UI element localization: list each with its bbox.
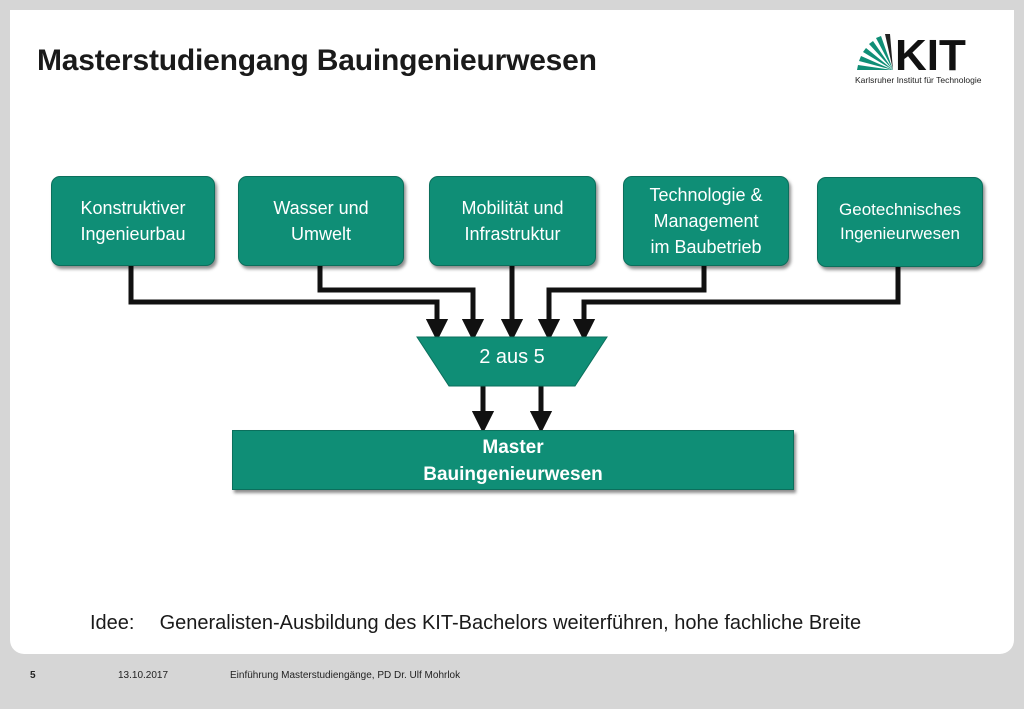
footer-date: 13.10.2017 xyxy=(118,670,169,681)
funnel-label: 2 aus 5 xyxy=(479,346,545,368)
arrow-geotechnik xyxy=(572,265,901,342)
page-title: Masterstudiengang Bauingenieurwesen xyxy=(37,44,597,77)
selection-funnel xyxy=(416,336,608,387)
idee-line: Idee: Generalisten-Ausbildung des KIT-Ba… xyxy=(90,612,861,635)
footer-text: Einführung Masterstudiengänge, PD Dr. Ul… xyxy=(230,670,461,681)
arrow-wasser xyxy=(317,265,485,342)
box-wasser-umwelt: Wasser und Umwelt xyxy=(238,176,404,266)
kit-logo-text: KIT xyxy=(895,31,966,80)
box-mobilitaet-infrastruktur: Mobilität und Infrastruktur xyxy=(429,176,596,266)
idee-label: Idee: xyxy=(90,612,135,634)
footer-page-number: 5 xyxy=(30,670,36,681)
box-technologie-management: Technologie & Management im Baubetrieb xyxy=(623,176,789,266)
kit-logo-fan-icon xyxy=(857,34,893,70)
arrow-technologie xyxy=(537,265,707,342)
idee-text: Generalisten-Ausbildung des KIT-Bachelor… xyxy=(159,612,862,634)
kit-logo-subtitle: Karlsruher Institut für Technologie xyxy=(855,75,982,85)
box-geotechnisches-ingenieurwesen: Geotechnisches Ingenieurwesen xyxy=(817,177,983,267)
kit-logo: KIT xyxy=(857,31,966,80)
arrow-konstruktiv xyxy=(128,265,449,342)
master-box: Master Bauingenieurwesen xyxy=(232,430,794,490)
box-konstruktiver-ingenieurbau: Konstruktiver Ingenieurbau xyxy=(51,176,215,266)
